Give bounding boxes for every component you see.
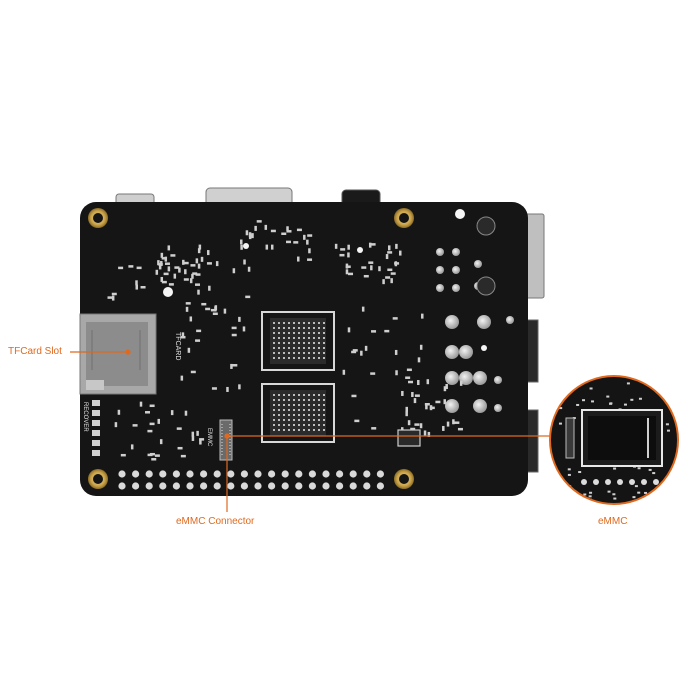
gpio-header: [118, 470, 384, 490]
emmc-connector: [219, 419, 233, 461]
silk-emmc: EMMC: [206, 428, 212, 447]
right-pads: [436, 216, 514, 413]
small-ic: [397, 429, 421, 447]
ram-chip-top: [261, 311, 335, 371]
tfcard-slot: [79, 313, 157, 395]
silk-tfcard: TFCARD: [174, 332, 181, 360]
mounting-holes: [88, 208, 414, 489]
ram-chip-bottom: [261, 383, 335, 443]
emmc-connector-label: eMMC Connector: [176, 516, 255, 527]
emmc-label: eMMC: [598, 516, 628, 527]
callout-lines: [70, 349, 552, 512]
smd-components: [107, 220, 463, 461]
pcb-board: TFCARD RECOVER EMMC: [79, 187, 545, 496]
emmc-zoom: [549, 375, 679, 505]
tfcard-slot-label: TFCard Slot: [8, 346, 62, 357]
silk-recovery: RECOVER: [82, 402, 88, 432]
